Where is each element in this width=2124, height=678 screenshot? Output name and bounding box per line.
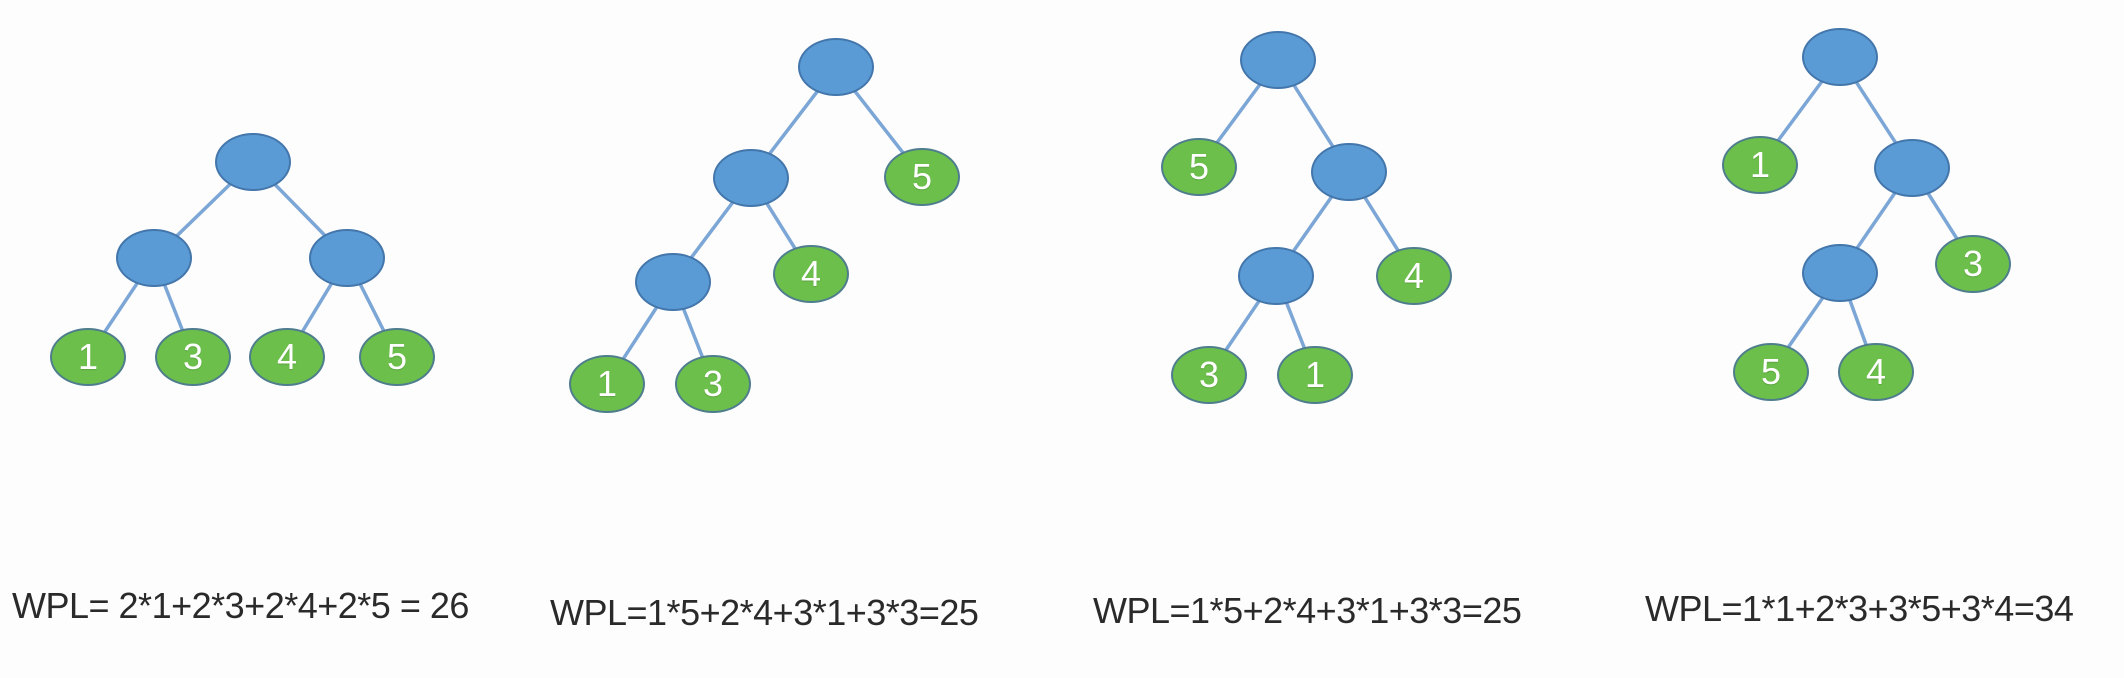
leaf-node: 4 [1838, 343, 1914, 401]
leaf-label: 3 [702, 363, 724, 404]
internal-node [116, 229, 192, 287]
leaf-node: 1 [1722, 136, 1798, 194]
internal-node [215, 133, 291, 191]
leaf-node: 5 [359, 328, 435, 386]
leaf-label: 4 [800, 253, 822, 294]
internal-node [1238, 247, 1314, 305]
leaf-node: 5 [1733, 343, 1809, 401]
leaf-node: 3 [675, 355, 751, 413]
leaf-label: 3 [1198, 354, 1220, 395]
internal-node [798, 38, 874, 96]
leaf-node: 5 [1161, 138, 1237, 196]
leaf-label: 1 [1304, 354, 1326, 395]
internal-node [1802, 28, 1878, 86]
leaf-label: 5 [911, 156, 933, 197]
leaf-label: 1 [596, 363, 618, 404]
leaf-node: 1 [569, 355, 645, 413]
internal-node [1802, 244, 1878, 302]
leaf-label: 5 [386, 336, 408, 377]
internal-node [309, 229, 385, 287]
wpl-formula: WPL= 2*1+2*3+2*4+2*5 = 26 [12, 585, 469, 626]
leaf-node: 3 [155, 328, 231, 386]
leaf-label: 4 [1865, 351, 1887, 392]
internal-node [1874, 139, 1950, 197]
leaf-node: 4 [773, 245, 849, 303]
internal-node [1311, 143, 1387, 201]
leaf-node: 5 [884, 148, 960, 206]
wpl-formula: WPL=1*5+2*4+3*1+3*3=25 [1093, 590, 1522, 631]
internal-node [713, 149, 789, 207]
leaf-label: 4 [1403, 255, 1425, 296]
leaf-label: 1 [77, 336, 99, 377]
leaf-label: 3 [182, 336, 204, 377]
leaf-label: 5 [1760, 351, 1782, 392]
leaf-node: 1 [1277, 346, 1353, 404]
leaf-node: 4 [1376, 247, 1452, 305]
leaf-node: 3 [1171, 346, 1247, 404]
leaf-label: 3 [1962, 243, 1984, 284]
leaf-label: 1 [1749, 144, 1771, 185]
leaf-node: 1 [50, 328, 126, 386]
leaf-node: 3 [1935, 235, 2011, 293]
wpl-formula: WPL=1*1+2*3+3*5+3*4=34 [1645, 588, 2074, 629]
leaf-label: 5 [1188, 146, 1210, 187]
leaf-node: 4 [249, 328, 325, 386]
wpl-formula: WPL=1*5+2*4+3*1+3*3=25 [550, 592, 979, 633]
internal-node [635, 253, 711, 311]
internal-node [1240, 31, 1316, 89]
leaf-label: 4 [276, 336, 298, 377]
